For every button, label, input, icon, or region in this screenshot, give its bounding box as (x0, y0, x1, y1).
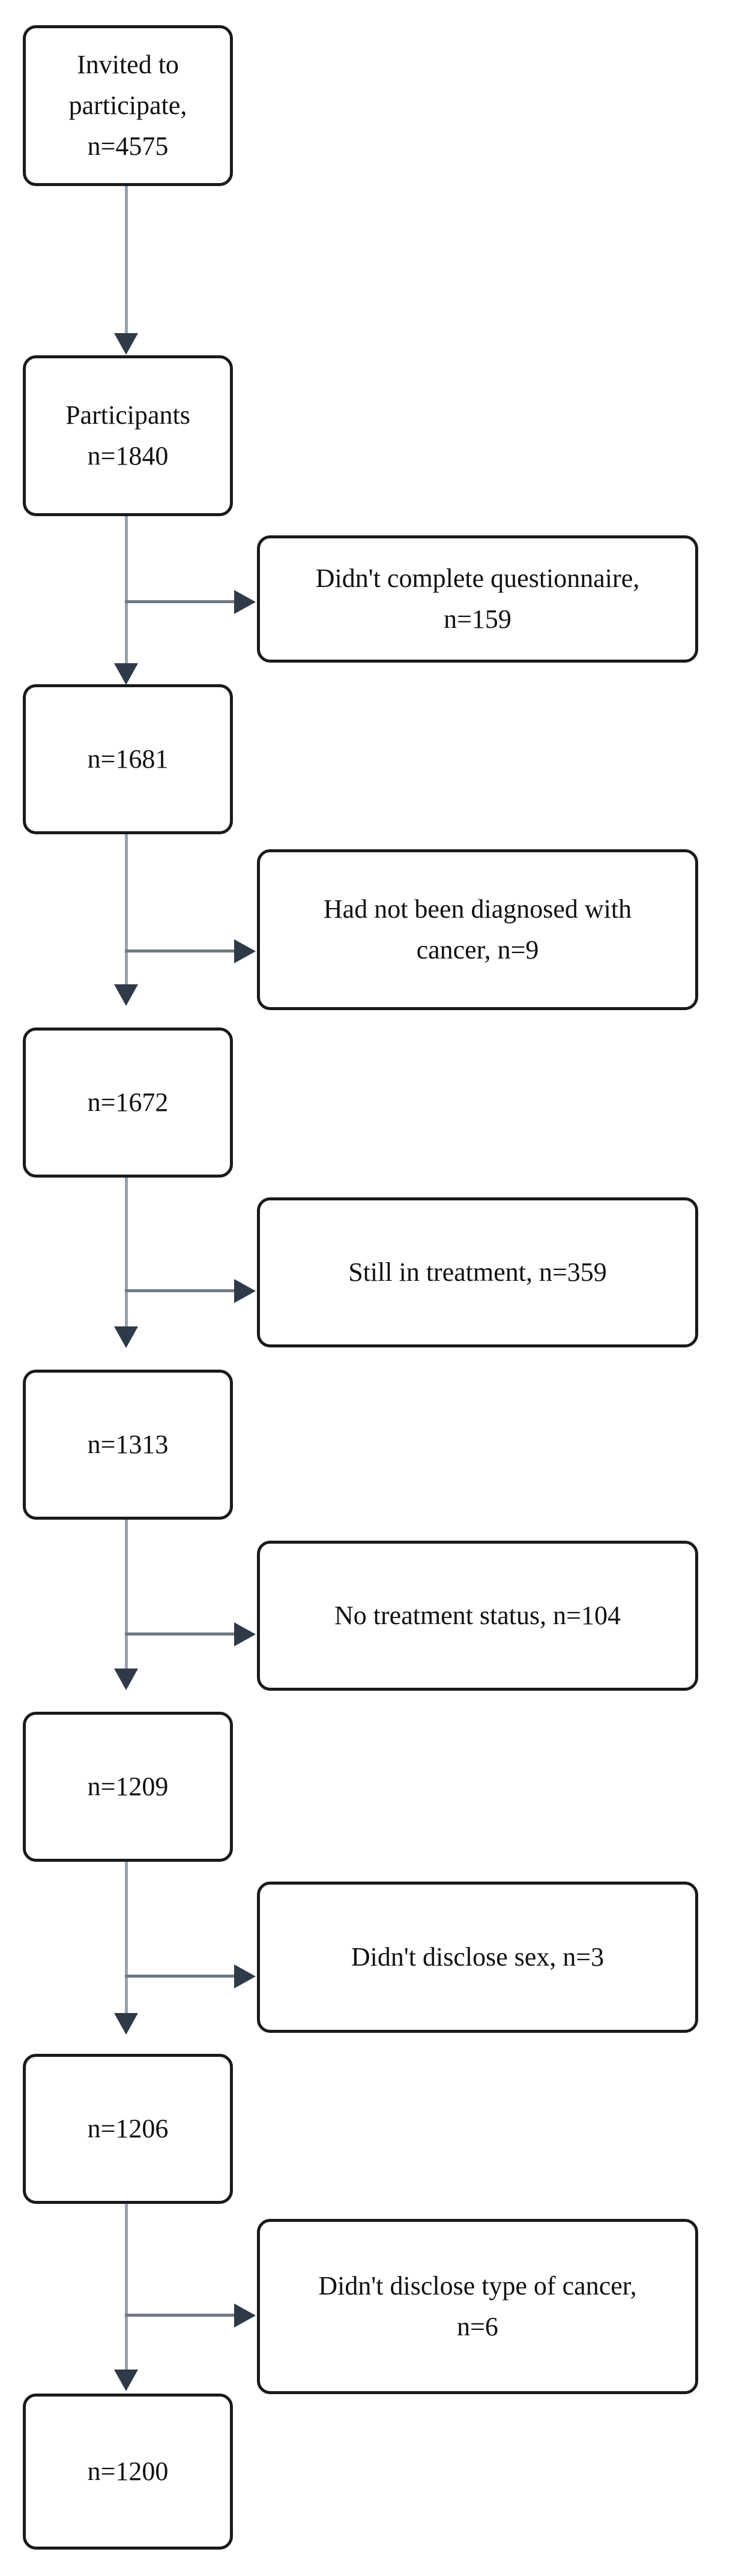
node-n1200-label: n=1200 (87, 2456, 169, 2486)
branch-line-in-treatment (125, 1289, 239, 1292)
node-n1313-label: n=1313 (87, 1429, 169, 1459)
node-no-diagnosis-label: Had not been diagnosed with cancer, n=9 (323, 894, 632, 964)
node-no-tx-status: No treatment status, n=104 (257, 1541, 698, 1691)
connector-n1672-to-n1313 (125, 1178, 128, 1332)
node-n1672: n=1672 (23, 1028, 233, 1178)
node-participants-label: Participants n=1840 (65, 400, 190, 471)
branch-line-no-sex (125, 1975, 239, 1978)
arrowhead-participants-to-n1681 (114, 663, 138, 685)
node-n1209-label: n=1209 (87, 1771, 169, 1801)
node-no-sex: Didn't disclose sex, n=3 (257, 1882, 698, 2033)
node-in-treatment-label: Still in treatment, n=359 (348, 1257, 607, 1287)
node-in-treatment: Still in treatment, n=359 (257, 1197, 698, 1347)
node-n1681: n=1681 (23, 684, 233, 834)
branch-line-no-tx-status (125, 1633, 239, 1636)
arrowhead-no-tx-status (234, 1622, 256, 1646)
branch-line-no-questionnaire (125, 600, 239, 603)
arrowhead-n1209-to-n1206 (114, 2013, 138, 2035)
node-invited: Invited to participate, n=4575 (23, 25, 233, 186)
node-n1672-label: n=1672 (87, 1087, 169, 1117)
connector-invited-to-participants (125, 186, 128, 339)
node-participants: Participants n=1840 (23, 355, 233, 516)
node-no-sex-label: Didn't disclose sex, n=3 (351, 1942, 605, 1972)
connector-n1681-to-n1672 (125, 834, 128, 990)
branch-line-no-cancer-type (125, 2314, 239, 2317)
connector-n1206-to-n1200 (125, 2204, 128, 2375)
arrowhead-no-diagnosis (234, 939, 256, 963)
node-no-diagnosis: Had not been diagnosed with cancer, n=9 (257, 849, 698, 1010)
connector-participants-to-n1681 (125, 516, 128, 669)
arrowhead-no-sex (234, 1964, 256, 1988)
connector-n1313-to-n1209 (125, 1520, 128, 1675)
arrowhead-no-cancer-type (234, 2304, 256, 2328)
arrowhead-n1681-to-n1672 (114, 984, 138, 1006)
node-no-cancer-type: Didn't disclose type of cancer, n=6 (257, 2219, 698, 2394)
node-n1313: n=1313 (23, 1370, 233, 1520)
node-n1206-label: n=1206 (87, 2113, 169, 2143)
node-no-tx-status-label: No treatment status, n=104 (334, 1600, 621, 1630)
node-n1209: n=1209 (23, 1712, 233, 1862)
arrowhead-invited-to-participants (114, 333, 138, 355)
branch-line-no-diagnosis (125, 949, 239, 952)
node-no-cancer-type-label: Didn't disclose type of cancer, n=6 (318, 2271, 637, 2341)
node-n1681-label: n=1681 (87, 744, 169, 774)
arrowhead-n1206-to-n1200 (114, 2370, 138, 2391)
arrowhead-in-treatment (234, 1279, 256, 1303)
node-no-questionnaire: Didn't complete questionnaire, n=159 (257, 535, 698, 663)
node-n1206: n=1206 (23, 2054, 233, 2204)
node-n1200: n=1200 (23, 2394, 233, 2550)
arrowhead-no-questionnaire (234, 590, 256, 614)
connector-n1209-to-n1206 (125, 1862, 128, 2019)
arrowhead-n1672-to-n1313 (114, 1326, 138, 1348)
arrowhead-n1313-to-n1209 (114, 1669, 138, 1690)
node-invited-label: Invited to participate, n=4575 (68, 49, 187, 161)
node-no-questionnaire-label: Didn't complete questionnaire, n=159 (315, 563, 640, 634)
